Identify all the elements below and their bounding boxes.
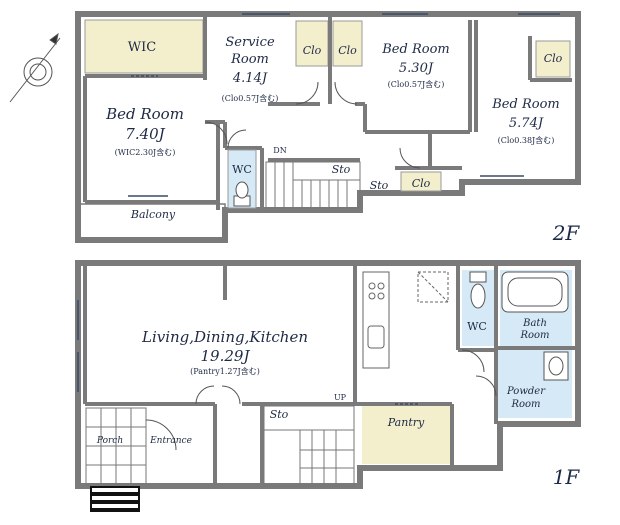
bathtub xyxy=(501,271,569,313)
second-floor-wc-label: WC xyxy=(232,163,252,176)
second-floor-toilet xyxy=(227,149,257,209)
powder-room-line2: Room xyxy=(511,399,541,410)
first-floor-interior-walls xyxy=(83,263,578,486)
up-label: UP xyxy=(333,393,347,402)
service-room-note: (Clo0.57J含む) xyxy=(221,94,279,103)
first-floor-door-swings xyxy=(145,349,497,451)
hall-closet-label: Clo xyxy=(411,177,431,190)
first-floor-outer-wall xyxy=(75,260,581,489)
bed-room-2-name: Bed Room xyxy=(382,42,450,57)
second-floor-storage-label-2: Sto xyxy=(369,179,389,192)
ldk-size: 19.29J xyxy=(200,347,250,365)
porch-label: Porch xyxy=(96,436,124,446)
balcony-label: Balcony xyxy=(130,208,176,221)
second-floor-label: 2F xyxy=(552,221,580,245)
bed-room-3-size: 5.74J xyxy=(508,116,544,131)
service-room-name-line2: Room xyxy=(231,52,269,67)
bed3-closet-fill xyxy=(535,40,571,78)
pantry-label: Pantry xyxy=(387,416,425,429)
kitchen-counter xyxy=(362,271,449,369)
hall-closet-fill xyxy=(400,171,442,192)
balcony-outline xyxy=(77,203,226,241)
bed-room-1-name: Bed Room xyxy=(106,105,184,123)
service-closet-fill xyxy=(295,20,329,67)
first-floor-stairs xyxy=(263,405,355,487)
bed-room-1-size: 7.40J xyxy=(125,125,165,143)
bed3-closet-label: Clo xyxy=(543,52,563,65)
washbasin xyxy=(543,351,569,381)
ldk-name: Living,Dining,Kitchen xyxy=(141,328,308,346)
bed2-closet-label: Clo xyxy=(338,44,357,57)
entrance-label: Entrance xyxy=(150,436,192,446)
second-floor-door-swings xyxy=(204,81,421,169)
bed-room-2-note: (Clo0.57J含む) xyxy=(387,80,445,89)
wic-label: WIC xyxy=(127,40,157,55)
first-floor-wc-label: WC xyxy=(467,320,487,333)
bed2-closet-fill xyxy=(332,20,363,67)
ldk-note: (Pantry1.27J含む) xyxy=(190,367,260,376)
second-floor-stairs xyxy=(265,161,361,209)
service-room-size: 4.14J xyxy=(232,71,268,86)
first-floor-label: 1F xyxy=(552,465,580,489)
pantry-fill xyxy=(362,406,450,464)
bath-room-line1: Bath xyxy=(523,318,547,329)
powder-room-line1: Powder xyxy=(506,386,545,397)
compass-icon xyxy=(9,32,61,103)
bath-room-line2: Room xyxy=(520,330,550,341)
entrance-tiles xyxy=(85,407,147,485)
service-room-name-line1: Service xyxy=(225,35,275,50)
second-floor-interior-walls xyxy=(83,14,572,210)
first-floor-toilet xyxy=(469,271,487,309)
dn-label: DN xyxy=(273,146,287,155)
first-floor-windows xyxy=(77,300,420,405)
bed-room-1-note: (WIC2.30J含む) xyxy=(114,148,176,157)
second-floor-storage-label-1: Sto xyxy=(331,163,351,176)
second-floor-windows xyxy=(128,13,560,197)
first-floor-storage-label: Sto xyxy=(269,408,289,421)
porch-steps xyxy=(90,486,140,512)
service-closet-label: Clo xyxy=(302,44,322,57)
bed-room-3-note: (Clo0.38J含む) xyxy=(497,136,555,145)
bed-room-3-name: Bed Room xyxy=(492,97,560,112)
bed-room-2-size: 5.30J xyxy=(398,61,434,76)
